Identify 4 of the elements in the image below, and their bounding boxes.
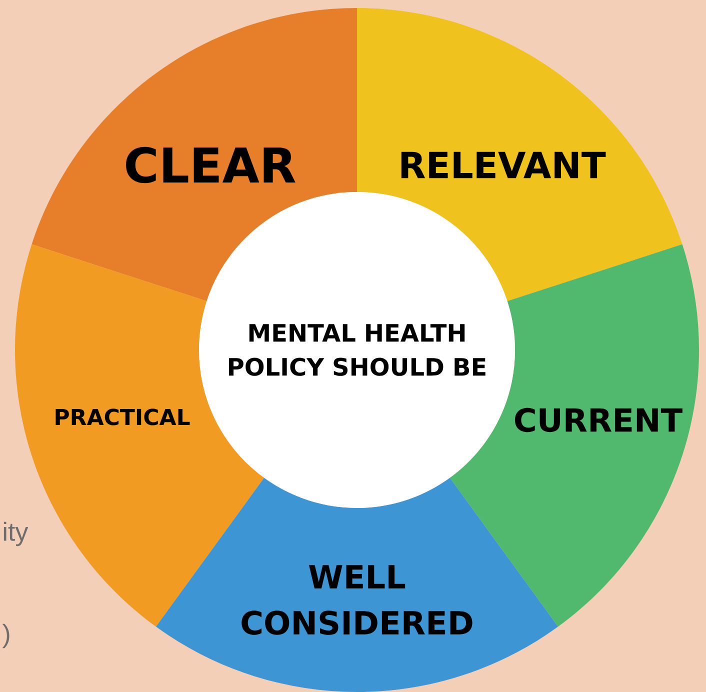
donut-segment: CLEAR	[32, 8, 357, 302]
donut-segment: WELL CONSIDERED	[156, 478, 558, 692]
note-text: )	[2, 624, 10, 648]
donut-segment: RELEVANT	[357, 8, 682, 302]
